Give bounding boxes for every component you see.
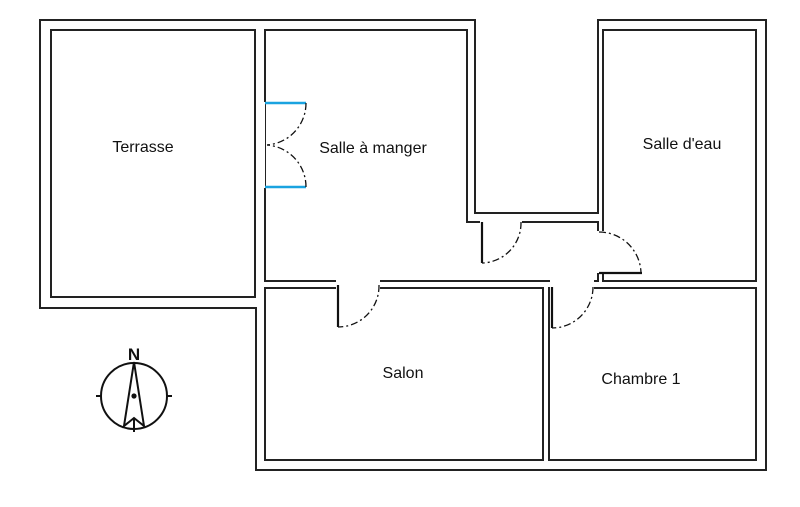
salon-room [264, 287, 544, 461]
salle-d-eau-room [602, 29, 757, 282]
door-chambre-1[interactable] [550, 280, 594, 329]
door-corridor[interactable] [480, 220, 522, 264]
window-terrasse [254, 101, 307, 189]
chambre-1-room [548, 287, 757, 461]
north-compass-icon [96, 361, 172, 432]
room-label-salle-a-manger: Salle à manger [319, 140, 427, 157]
door-salle-d-eau[interactable] [596, 231, 642, 275]
outer-wall [39, 19, 767, 471]
room-label-terrasse: Terrasse [112, 139, 174, 156]
compass-north-label: N [127, 345, 141, 364]
room-label-salon: Salon [382, 365, 424, 382]
door-salon[interactable] [336, 280, 380, 328]
room-label-salle-d-eau: Salle d'eau [642, 136, 722, 153]
room-label-chambre-1: Chambre 1 [601, 371, 681, 388]
salle-a-manger-room [264, 29, 599, 282]
terrasse-room [50, 29, 256, 298]
